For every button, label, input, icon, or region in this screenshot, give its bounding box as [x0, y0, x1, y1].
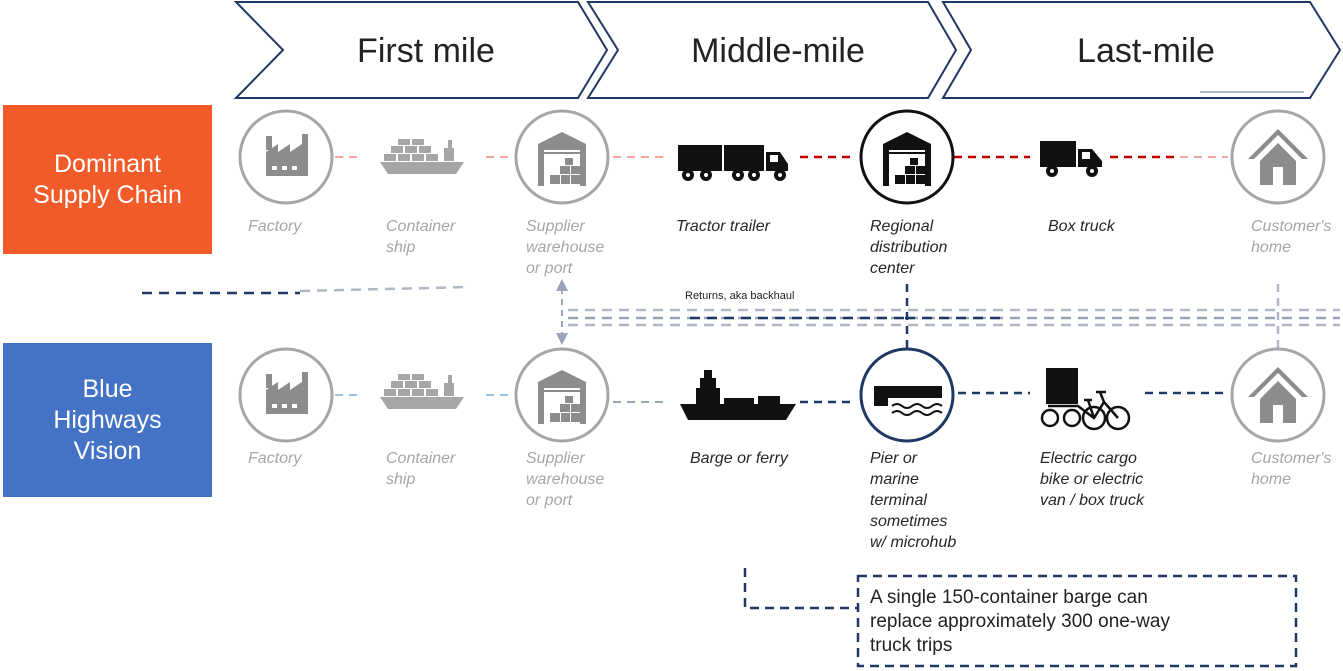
warehouse-icon: [514, 109, 610, 205]
blue-label-line: Vision: [73, 436, 142, 465]
note-connector: [743, 568, 858, 610]
blue-label-line: Highways: [53, 405, 162, 434]
phase-chevron-last-mile: [941, 1, 1342, 99]
warehouse-icon: [514, 347, 610, 443]
caption-dominant-5: Box truck: [1048, 218, 1116, 235]
phase-chevron-first-mile: [233, 1, 609, 99]
house-icon: [1230, 109, 1326, 205]
dominant-label-line: Dominant: [54, 149, 161, 178]
caption-blue-3: Barge or ferry: [690, 450, 789, 467]
phase-chevron-middle-mile: [586, 1, 958, 99]
returns-backhaul-label: Returns, aka backhaul: [685, 290, 794, 302]
house-icon: [1230, 347, 1326, 443]
dominant-label-line: Supply Chain: [33, 180, 182, 209]
note-box: [856, 574, 1298, 668]
cargo-bike-icon: [1040, 366, 1131, 431]
pier-terminal-icon: [859, 347, 955, 443]
phase-label-last-mile: Last-mile: [1077, 32, 1215, 70]
barge-capacity-note: A single 150-container barge can replace…: [870, 586, 1290, 658]
note-line: replace approximately 300 one-way: [870, 611, 1170, 632]
tractor-trailer-icon: [678, 145, 788, 181]
distribution-center-icon: [859, 109, 955, 205]
caption-blue-0: Factory: [248, 450, 302, 467]
dominant-supply-chain-label: Dominant Supply Chain: [3, 105, 212, 254]
phase-label-middle-mile: Middle-mile: [691, 32, 865, 70]
container-ship-icon: [380, 374, 464, 409]
factory-icon: [238, 347, 334, 443]
blue-highways-vision-label: Blue Highways Vision: [3, 343, 212, 497]
note-line: truck trips: [870, 635, 953, 656]
caption-dominant-0: Factory: [248, 218, 302, 235]
container-ship-icon: [380, 139, 464, 174]
phase-label-first-mile: First mile: [357, 32, 495, 70]
barge-icon: [680, 370, 796, 420]
factory-icon: [238, 109, 334, 205]
caption-dominant-3: Tractor trailer: [676, 218, 771, 235]
note-line: A single 150-container barge can: [870, 587, 1148, 608]
blue-label-line: Blue: [82, 374, 133, 403]
box-truck-icon: [1040, 141, 1102, 177]
